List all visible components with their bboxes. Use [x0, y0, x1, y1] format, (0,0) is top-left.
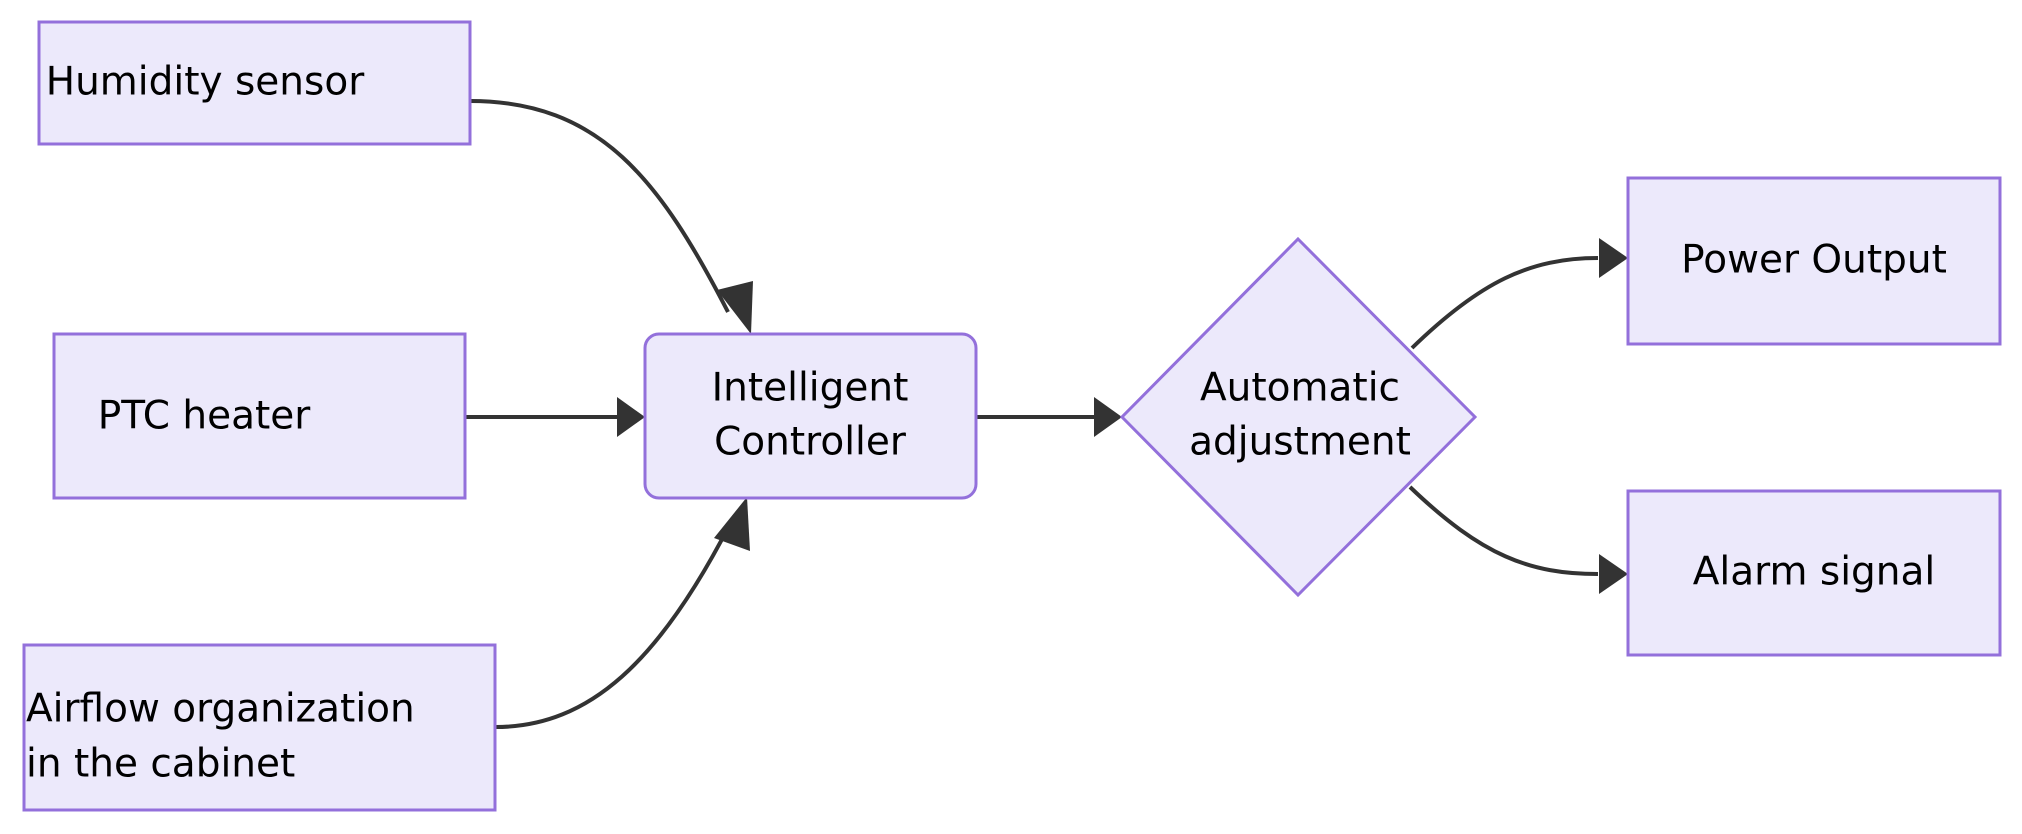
node-ptc-heater-shape[interactable] — [52, 332, 467, 500]
node-humidity-sensor-shape[interactable] — [37, 20, 472, 146]
edge-adjustment-to-alarm-path — [1408, 485, 1599, 576]
edge-airflow-to-controller-arrowhead — [714, 497, 750, 551]
edge-adjustment-to-alarm-arrowhead — [1599, 554, 1628, 594]
node-automatic-adjustment-label-line2: adjustment — [1189, 420, 1411, 465]
node-alarm-signal-label: Alarm signal — [1693, 550, 1936, 595]
node-ptc-heater[interactable]: PTC heater — [52, 332, 467, 500]
node-automatic-adjustment-label-line1: Automatic — [1200, 366, 1400, 411]
node-ptc-heater-label: PTC heater — [98, 394, 312, 439]
node-intelligent-controller-label-line1: Intelligent — [712, 366, 909, 411]
node-power-output[interactable]: Power Output — [1626, 176, 2002, 346]
edge-adjustment-to-power — [1410, 238, 1628, 350]
edge-humidity-to-controller — [469, 99, 753, 334]
node-intelligent-controller[interactable]: Intelligent Controller — [643, 332, 978, 500]
edge-controller-to-adjustment — [976, 397, 1122, 437]
node-intelligent-controller-shape[interactable] — [643, 332, 978, 500]
edge-humidity-to-controller-arrowhead — [717, 281, 753, 334]
node-airflow-organization-shape[interactable] — [22, 643, 497, 812]
edge-controller-to-adjustment-arrowhead — [1094, 397, 1122, 437]
edge-adjustment-to-power-arrowhead — [1599, 238, 1628, 278]
node-airflow-organization-label-line2: in the cabinet — [26, 742, 295, 787]
edge-airflow-to-controller-path — [495, 523, 732, 729]
node-intelligent-controller-label-line2: Controller — [714, 420, 907, 465]
node-automatic-adjustment[interactable]: Automatic adjustment — [1119, 236, 1478, 598]
edge-ptc-to-controller — [465, 397, 645, 437]
edge-adjustment-to-alarm — [1408, 485, 1628, 594]
node-power-output-shape[interactable] — [1626, 176, 2002, 346]
node-humidity-sensor[interactable]: Humidity sensor — [37, 20, 472, 146]
edge-adjustment-to-power-path — [1410, 256, 1599, 350]
edge-humidity-to-controller-path — [469, 99, 730, 313]
edge-airflow-to-controller — [495, 497, 750, 729]
node-airflow-organization[interactable]: Airflow organization in the cabinet — [22, 643, 497, 812]
node-power-output-label: Power Output — [1681, 238, 1947, 283]
node-automatic-adjustment-shape[interactable] — [1119, 236, 1478, 598]
node-airflow-organization-label-line1: Airflow organization — [26, 687, 415, 732]
node-alarm-signal-shape[interactable] — [1626, 489, 2002, 657]
node-alarm-signal[interactable]: Alarm signal — [1626, 489, 2002, 657]
edge-ptc-to-controller-arrowhead — [617, 397, 645, 437]
node-humidity-sensor-label: Humidity sensor — [46, 60, 365, 105]
